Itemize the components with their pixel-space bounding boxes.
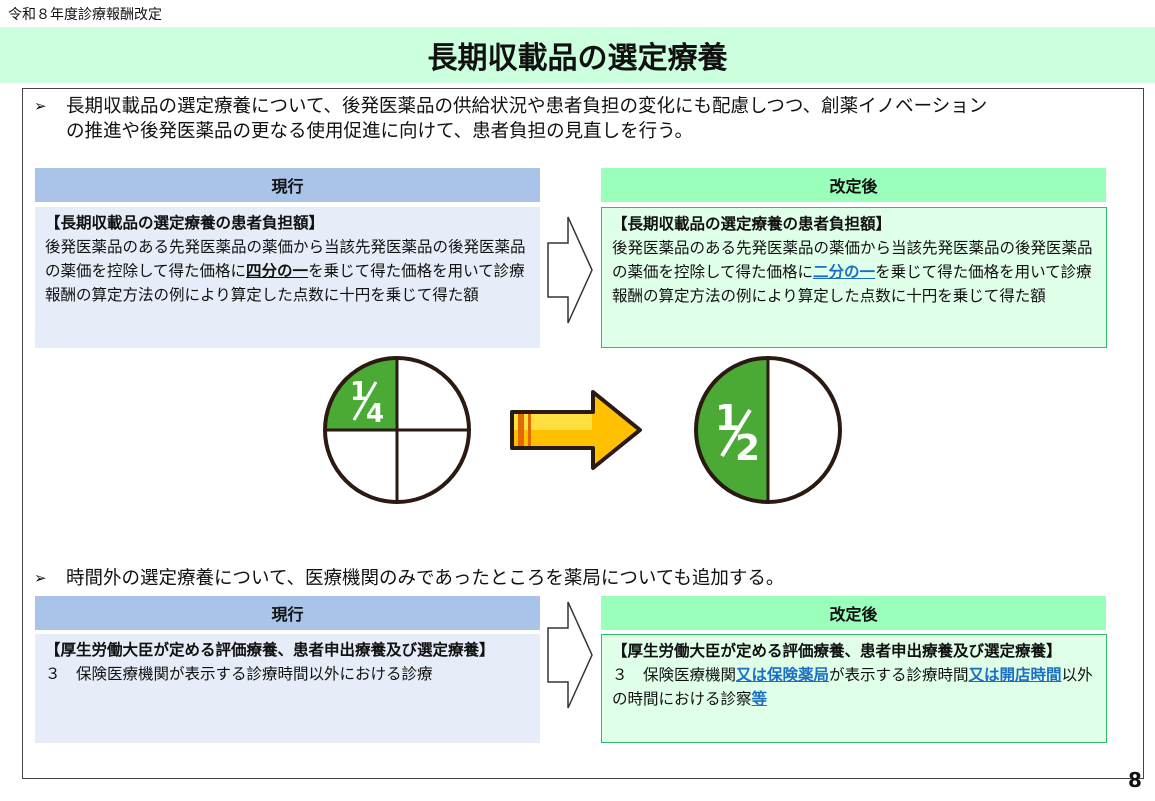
current-box-2: 【厚生労働大臣が定める評価療養、患者申出療養及び選定療養】 ３ 保険医療機関が表… xyxy=(35,634,540,743)
revised-heading: 【長期収載品の選定療養の患者負担額】 xyxy=(612,215,892,233)
arrowhead-bullet-icon: ➢ xyxy=(34,569,47,587)
bullet-1-line-1: 長期収載品の選定療養について、後発医薬品の供給状況や患者負担の変化にも配慮しつつ… xyxy=(66,96,988,117)
revised-box: 【長期収載品の選定療養の患者負担額】 後発医薬品のある先発医薬品の薬価から当該先… xyxy=(601,207,1107,348)
current-box: 【長期収載品の選定療養の患者負担額】 後発医薬品のある先発医薬品の薬価から当該先… xyxy=(35,207,540,348)
revised-header: 改定後 xyxy=(601,168,1106,202)
revision-label: 令和８年度診療報酬改定 xyxy=(8,7,162,23)
emphasis: 又は開店時間 xyxy=(968,666,1062,684)
text: を乗じて得た価格を用いて診療報酬の算定方法の例により算定した点数に十円を乗じて得… xyxy=(45,262,525,304)
current-heading-2: 【厚生労働大臣が定める評価療養、患者申出療養及び選定療養】 xyxy=(45,641,495,659)
hollow-arrow-icon xyxy=(547,216,593,324)
title-band xyxy=(0,27,1155,83)
text: 以外の時間における診察 xyxy=(612,666,1093,708)
arrowhead-bullet-icon: ➢ xyxy=(34,97,47,115)
current-header-2: 現行 xyxy=(35,596,540,630)
quarter-circle-icon: 1 4 xyxy=(323,356,471,504)
page-number: 8 xyxy=(1128,768,1142,792)
half-circle-icon: 1 2 xyxy=(694,356,842,504)
text: 後発医薬品のある先発医薬品の薬価から当該先発医薬品の後発医薬品の薬価を控除して得… xyxy=(45,238,526,280)
yellow-arrow-icon xyxy=(510,390,642,470)
hollow-arrow-icon xyxy=(547,601,593,709)
emphasis: 又は保険薬局 xyxy=(736,666,830,684)
revised-box-2: 【厚生労働大臣が定める評価療養、患者申出療養及び選定療養】 ３ 保険医療機関又は… xyxy=(601,634,1107,743)
text: ３ 保険医療機関 xyxy=(612,666,737,684)
current-text: 後発医薬品のある先発医薬品の薬価から当該先発医薬品の後発医薬品の薬価を控除して得… xyxy=(45,235,530,307)
fraction-num: 1 xyxy=(350,377,368,407)
bullet-2: ➢ 時間外の選定療養について、医療機関のみであったところを薬局についても追加する… xyxy=(34,566,1134,591)
text: を乗じて得た価格を用いて診療報酬の算定方法の例により算定した点数に十円を乗じて得… xyxy=(612,263,1092,305)
current-heading: 【長期収載品の選定療養の患者負担額】 xyxy=(45,214,325,232)
fraction-den: 2 xyxy=(735,428,760,469)
current-item-2: ３ 保険医療機関が表示する診療時間以外における診療 xyxy=(45,665,433,683)
emphasis-quarter: 四分の一 xyxy=(246,262,309,280)
bullet-1-line-2: の推進や後発医薬品の更なる使用促進に向けて、患者負担の見直しを行う。 xyxy=(66,121,693,142)
fraction-den: 4 xyxy=(366,399,384,429)
revised-text: 後発医薬品のある先発医薬品の薬価から当該先発医薬品の後発医薬品の薬価を控除して得… xyxy=(612,236,1096,308)
emphasis: 等 xyxy=(751,690,768,708)
revised-heading-2: 【厚生労働大臣が定める評価療養、患者申出療養及び選定療養】 xyxy=(612,642,1062,660)
page-title: 長期収載品の選定療養 xyxy=(427,41,728,76)
bullet-1: ➢ 長期収載品の選定療養について、後発医薬品の供給状況や患者負担の変化にも配慮し… xyxy=(34,94,1134,144)
revised-item-2: ３ 保険医療機関又は保険薬局が表示する診療時間又は開店時間以外の時間における診察… xyxy=(612,663,1096,711)
bullet-2-text: 時間外の選定療養について、医療機関のみであったところを薬局についても追加する。 xyxy=(66,568,785,589)
text: 後発医薬品のある先発医薬品の薬価から当該先発医薬品の後発医薬品の薬価を控除して得… xyxy=(612,239,1093,281)
emphasis-half: 二分の一 xyxy=(813,263,876,281)
content-frame xyxy=(22,88,1144,779)
revised-header-2: 改定後 xyxy=(601,596,1106,630)
current-header: 現行 xyxy=(35,168,540,202)
text: が表示する診療時間 xyxy=(829,666,969,684)
fraction-illustration: 1 4 1 2 xyxy=(323,356,842,504)
